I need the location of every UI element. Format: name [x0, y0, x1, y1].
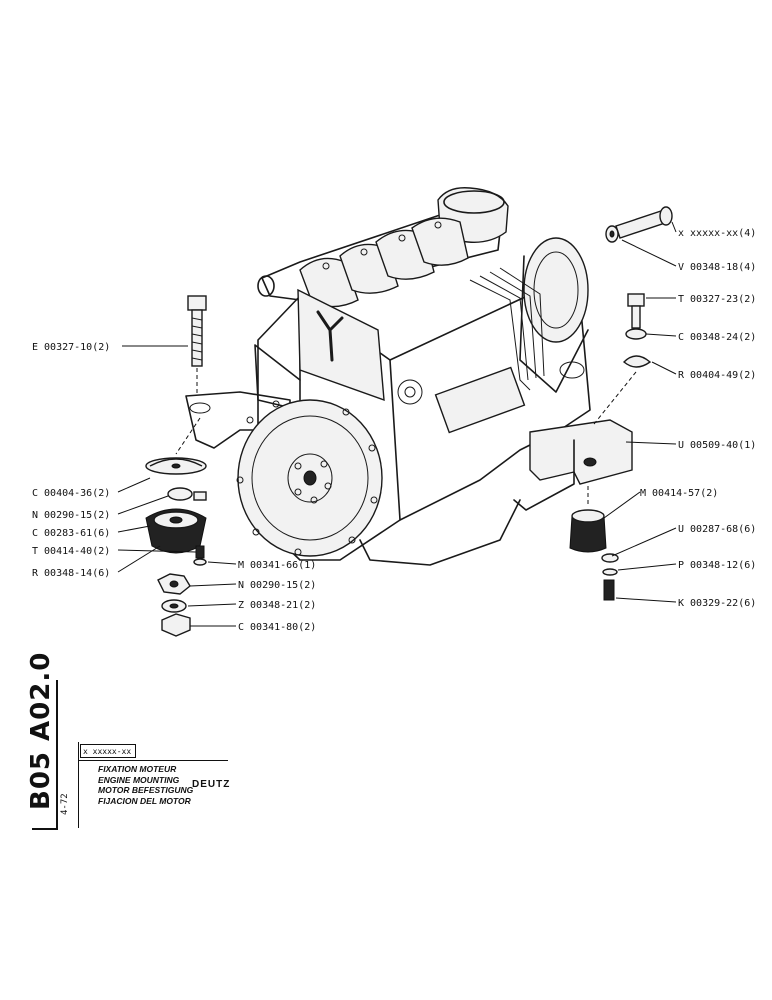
callout-mount-left: C 00283-61(6): [32, 528, 110, 539]
callout-nut-left-bottom: N 00290-15(2): [238, 580, 316, 591]
callout-cup-left: C 00404-36(2): [32, 488, 110, 499]
engine-illustration: [185, 187, 633, 566]
title-es: FIJACION DEL MOTOR: [98, 795, 191, 806]
left-mount-parts: [145, 295, 207, 637]
callout-screw-right: K 00329-22(6): [678, 598, 756, 609]
fan-housing: [519, 237, 589, 393]
callout-bolt-long: x xxxxx-xx(4): [678, 228, 756, 239]
right-mount-parts: [569, 206, 673, 601]
title-list: FIXATION MOTEUR ENGINE MOUNTING MOTOR BE…: [98, 764, 193, 806]
callout-bolt-left: E 00327-10(2): [32, 342, 110, 353]
drawing-code: B05 A02.0: [26, 651, 56, 810]
brand-name: DEUTZ: [192, 779, 231, 790]
callout-mount-right: M 00414-57(2): [640, 488, 718, 499]
title-fr: FIXATION MOTEUR: [98, 764, 177, 774]
title-en: ENGINE MOUNTING: [98, 774, 180, 785]
flywheel-housing: [236, 399, 383, 557]
part-number-placeholder: x xxxxx-xx: [80, 744, 136, 758]
callout-washer-small-right: P 00348-12(6): [678, 560, 756, 571]
callout-nut-right: U 00287-68(6): [678, 524, 756, 535]
drawing-date: 4-72: [60, 793, 70, 815]
callout-washer-left-bottom: Z 00348-21(2): [238, 600, 316, 611]
callout-bolt-right: T 00327-23(2): [678, 294, 756, 305]
callout-labels: x xxxxx-xx(4) V 00348-18(4) T 00327-23(2…: [32, 228, 756, 633]
drawing-code-frame: [32, 680, 58, 830]
callout-bracket-right: U 00509-40(1): [678, 440, 756, 451]
callout-washer-bolt-long: V 00348-18(4): [678, 262, 756, 273]
callout-washer-left: R 00348-14(6): [32, 568, 110, 579]
callout-cup-right: R 00404-49(2): [678, 370, 756, 381]
callout-screw-left: T 00414-40(2): [32, 546, 110, 557]
title-block-divider: [78, 742, 79, 828]
callout-nut-cap-left: C 00341-80(2): [238, 622, 316, 633]
leader-lines: [117, 221, 677, 627]
right-bracket: [513, 419, 633, 511]
callout-washer-right: C 00348-24(2): [678, 332, 756, 343]
title-de: MOTOR BEFESTIGUNG: [98, 785, 194, 795]
cylinder-heads: [299, 217, 469, 308]
callout-stud-left: M 00341-66(1): [238, 560, 316, 571]
callout-nut-left-top: N 00290-15(2): [32, 510, 110, 521]
title-block-rule: [78, 760, 228, 761]
